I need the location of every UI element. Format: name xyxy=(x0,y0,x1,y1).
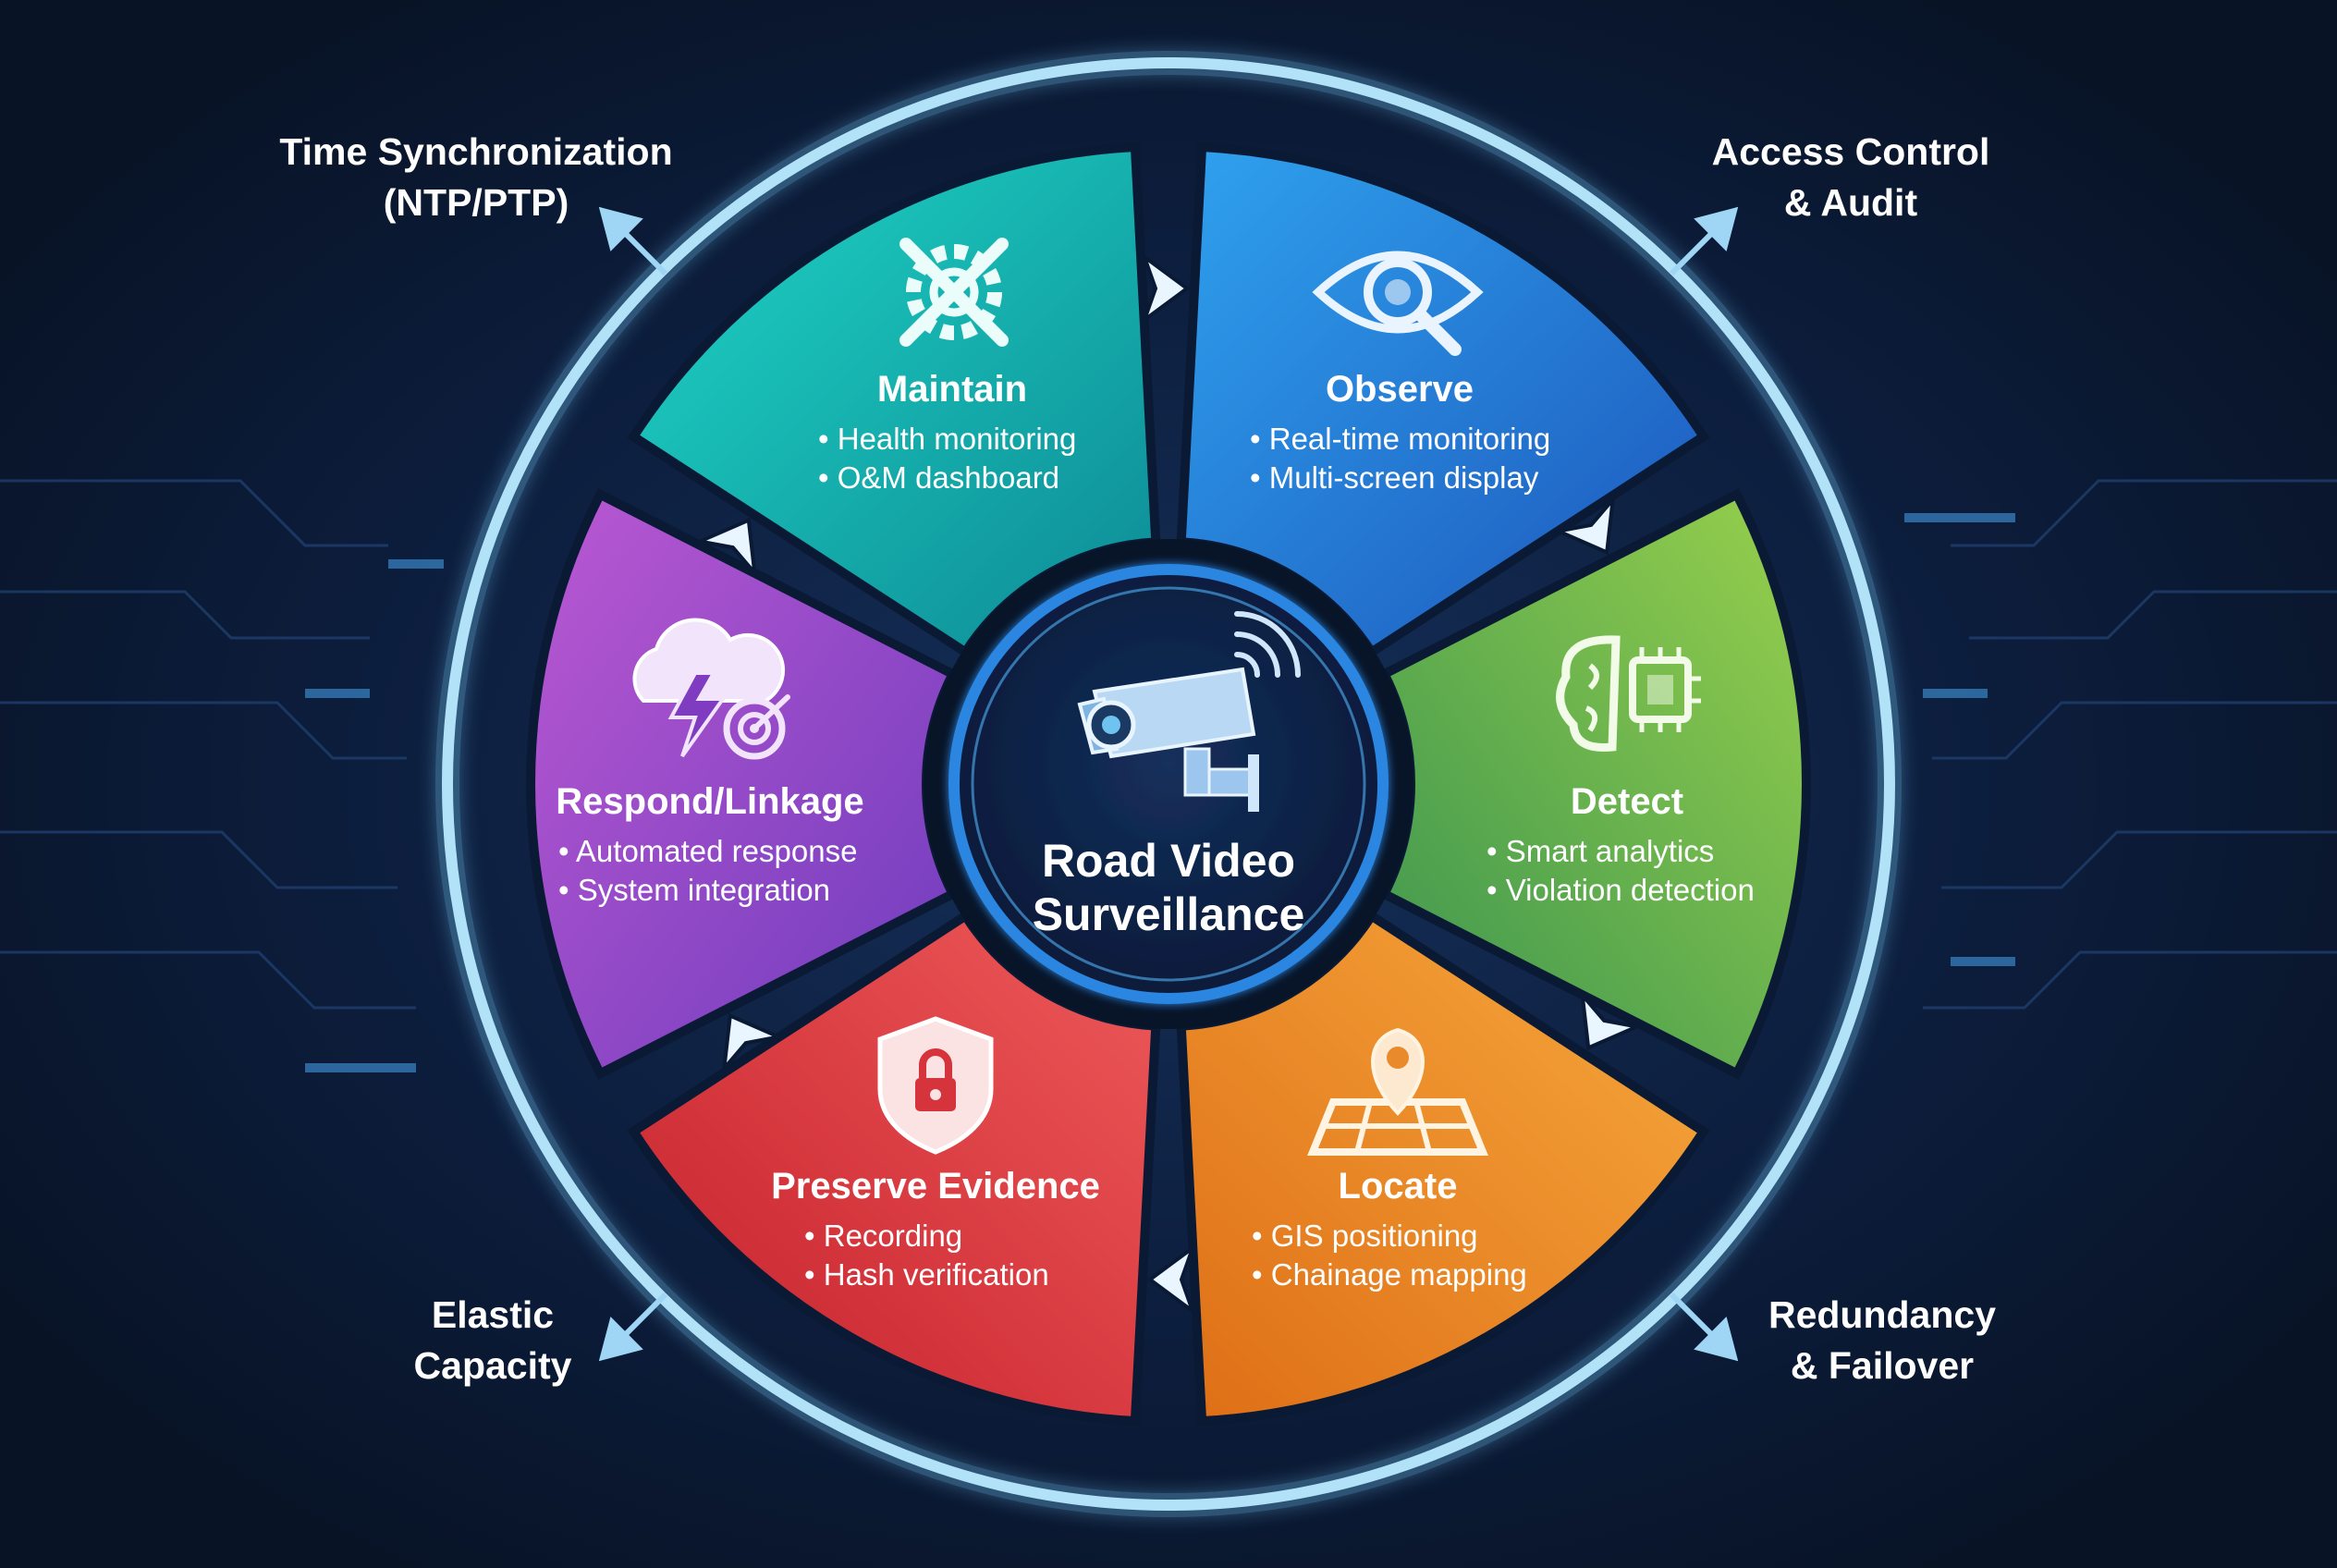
corner-top-right-line2: & Audit xyxy=(1784,181,1918,224)
preserve-title: Preserve Evidence xyxy=(771,1166,1100,1207)
segments-group xyxy=(526,141,1811,1427)
flow-chevron-5 xyxy=(721,1012,786,1074)
flow-chevron-3 xyxy=(1580,989,1644,1051)
detect-bullet-1: • Smart analytics xyxy=(1487,834,1714,868)
observe-bullet-1: • Real-time monitoring xyxy=(1250,422,1550,456)
circuit-decoration xyxy=(0,479,2337,1010)
flow-chevron-6 xyxy=(693,517,757,579)
arrowhead-top-left xyxy=(598,206,643,251)
arrowhead-top-right xyxy=(1694,206,1739,251)
cloud-bolt-target-icon xyxy=(632,618,790,760)
observe-bullet-2: • Multi-screen display xyxy=(1250,460,1539,495)
flow-chevron-2 xyxy=(1551,494,1616,556)
locate-bullet-1: • GIS positioning xyxy=(1252,1219,1478,1253)
hub-inner-ring xyxy=(971,586,1366,982)
corner-bottom-left-line2: Capacity xyxy=(414,1344,572,1387)
arrow-bottom-left xyxy=(618,1292,668,1341)
arrowhead-bottom-right xyxy=(1694,1317,1739,1362)
arrow-top-left xyxy=(618,227,668,276)
preserve-bullet-2: • Hash verification xyxy=(804,1257,1049,1292)
gear-wrench-icon xyxy=(899,238,1009,347)
corner-bottom-right-line2: & Failover xyxy=(1791,1344,1974,1387)
circuit-dots xyxy=(305,513,2015,1072)
flow-chevron-1 xyxy=(1140,251,1191,325)
outer-ring xyxy=(442,57,1895,1511)
corner-top-left-line2: (NTP/PTP) xyxy=(384,181,569,224)
respond-bullet-1: • Automated response xyxy=(558,834,857,868)
detect-bullet-2: • Violation detection xyxy=(1487,873,1755,907)
center-title-line2: Surveillance xyxy=(1033,888,1305,940)
eye-magnifier-icon xyxy=(1312,251,1484,356)
locate-title: Locate xyxy=(1339,1166,1458,1207)
arrow-top-right xyxy=(1669,227,1719,276)
maintain-bullet-2: • O&M dashboard xyxy=(818,460,1059,495)
center-title-line1: Road Video xyxy=(1042,835,1295,887)
corner-arrows xyxy=(598,206,1739,1362)
arrow-bottom-right xyxy=(1669,1292,1719,1341)
respond-bullet-2: • System integration xyxy=(558,873,830,907)
corner-top-left-line1: Time Synchronization xyxy=(279,130,672,173)
maintain-title: Maintain xyxy=(877,369,1027,410)
respond-title: Respond/Linkage xyxy=(556,781,863,822)
map-pin-icon xyxy=(1307,1027,1488,1156)
locate-bullet-2: • Chainage mapping xyxy=(1252,1257,1527,1292)
observe-title: Observe xyxy=(1326,369,1474,410)
corner-top-right-line1: Access Control xyxy=(1712,130,1990,173)
brain-chip-icon xyxy=(1556,635,1701,752)
segment-labels: Maintain • Health monitoring • O&M dashb… xyxy=(556,369,1755,1292)
detect-title: Detect xyxy=(1571,781,1683,822)
shield-lock-icon xyxy=(877,1016,994,1155)
arrowhead-bottom-left xyxy=(598,1317,643,1362)
preserve-bullet-1: • Recording xyxy=(804,1219,962,1253)
corner-bottom-right-line1: Redundancy xyxy=(1768,1293,1996,1336)
maintain-bullet-1: • Health monitoring xyxy=(818,422,1076,456)
corner-bottom-left-line1: Elastic xyxy=(432,1293,554,1336)
flow-chevron-4 xyxy=(1146,1243,1197,1317)
cctv-camera-icon xyxy=(1077,611,1301,812)
